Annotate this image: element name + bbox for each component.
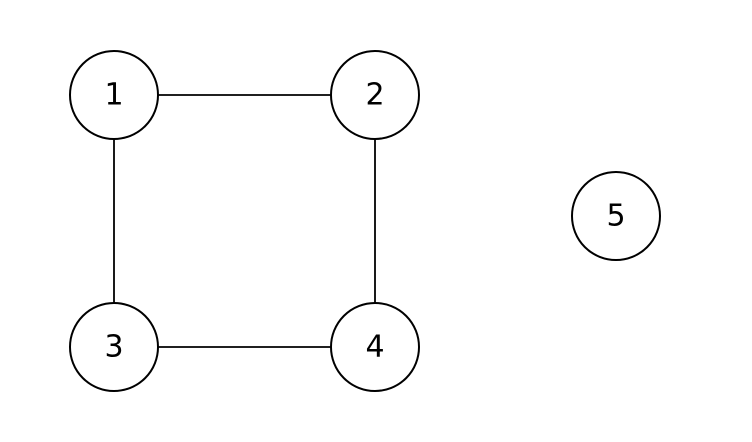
graph-node-2	[330, 50, 420, 140]
graph-node-1	[69, 50, 159, 140]
graph-node-label-1: 1	[104, 78, 123, 113]
graph-node-label-5: 5	[606, 199, 625, 234]
graph-node-3	[69, 302, 159, 392]
graph-node-5	[571, 171, 661, 261]
graph-node-label-4: 4	[365, 330, 384, 365]
graph-node-label-3: 3	[104, 330, 123, 365]
graph-node-4	[330, 302, 420, 392]
graph-node-label-2: 2	[365, 78, 384, 113]
